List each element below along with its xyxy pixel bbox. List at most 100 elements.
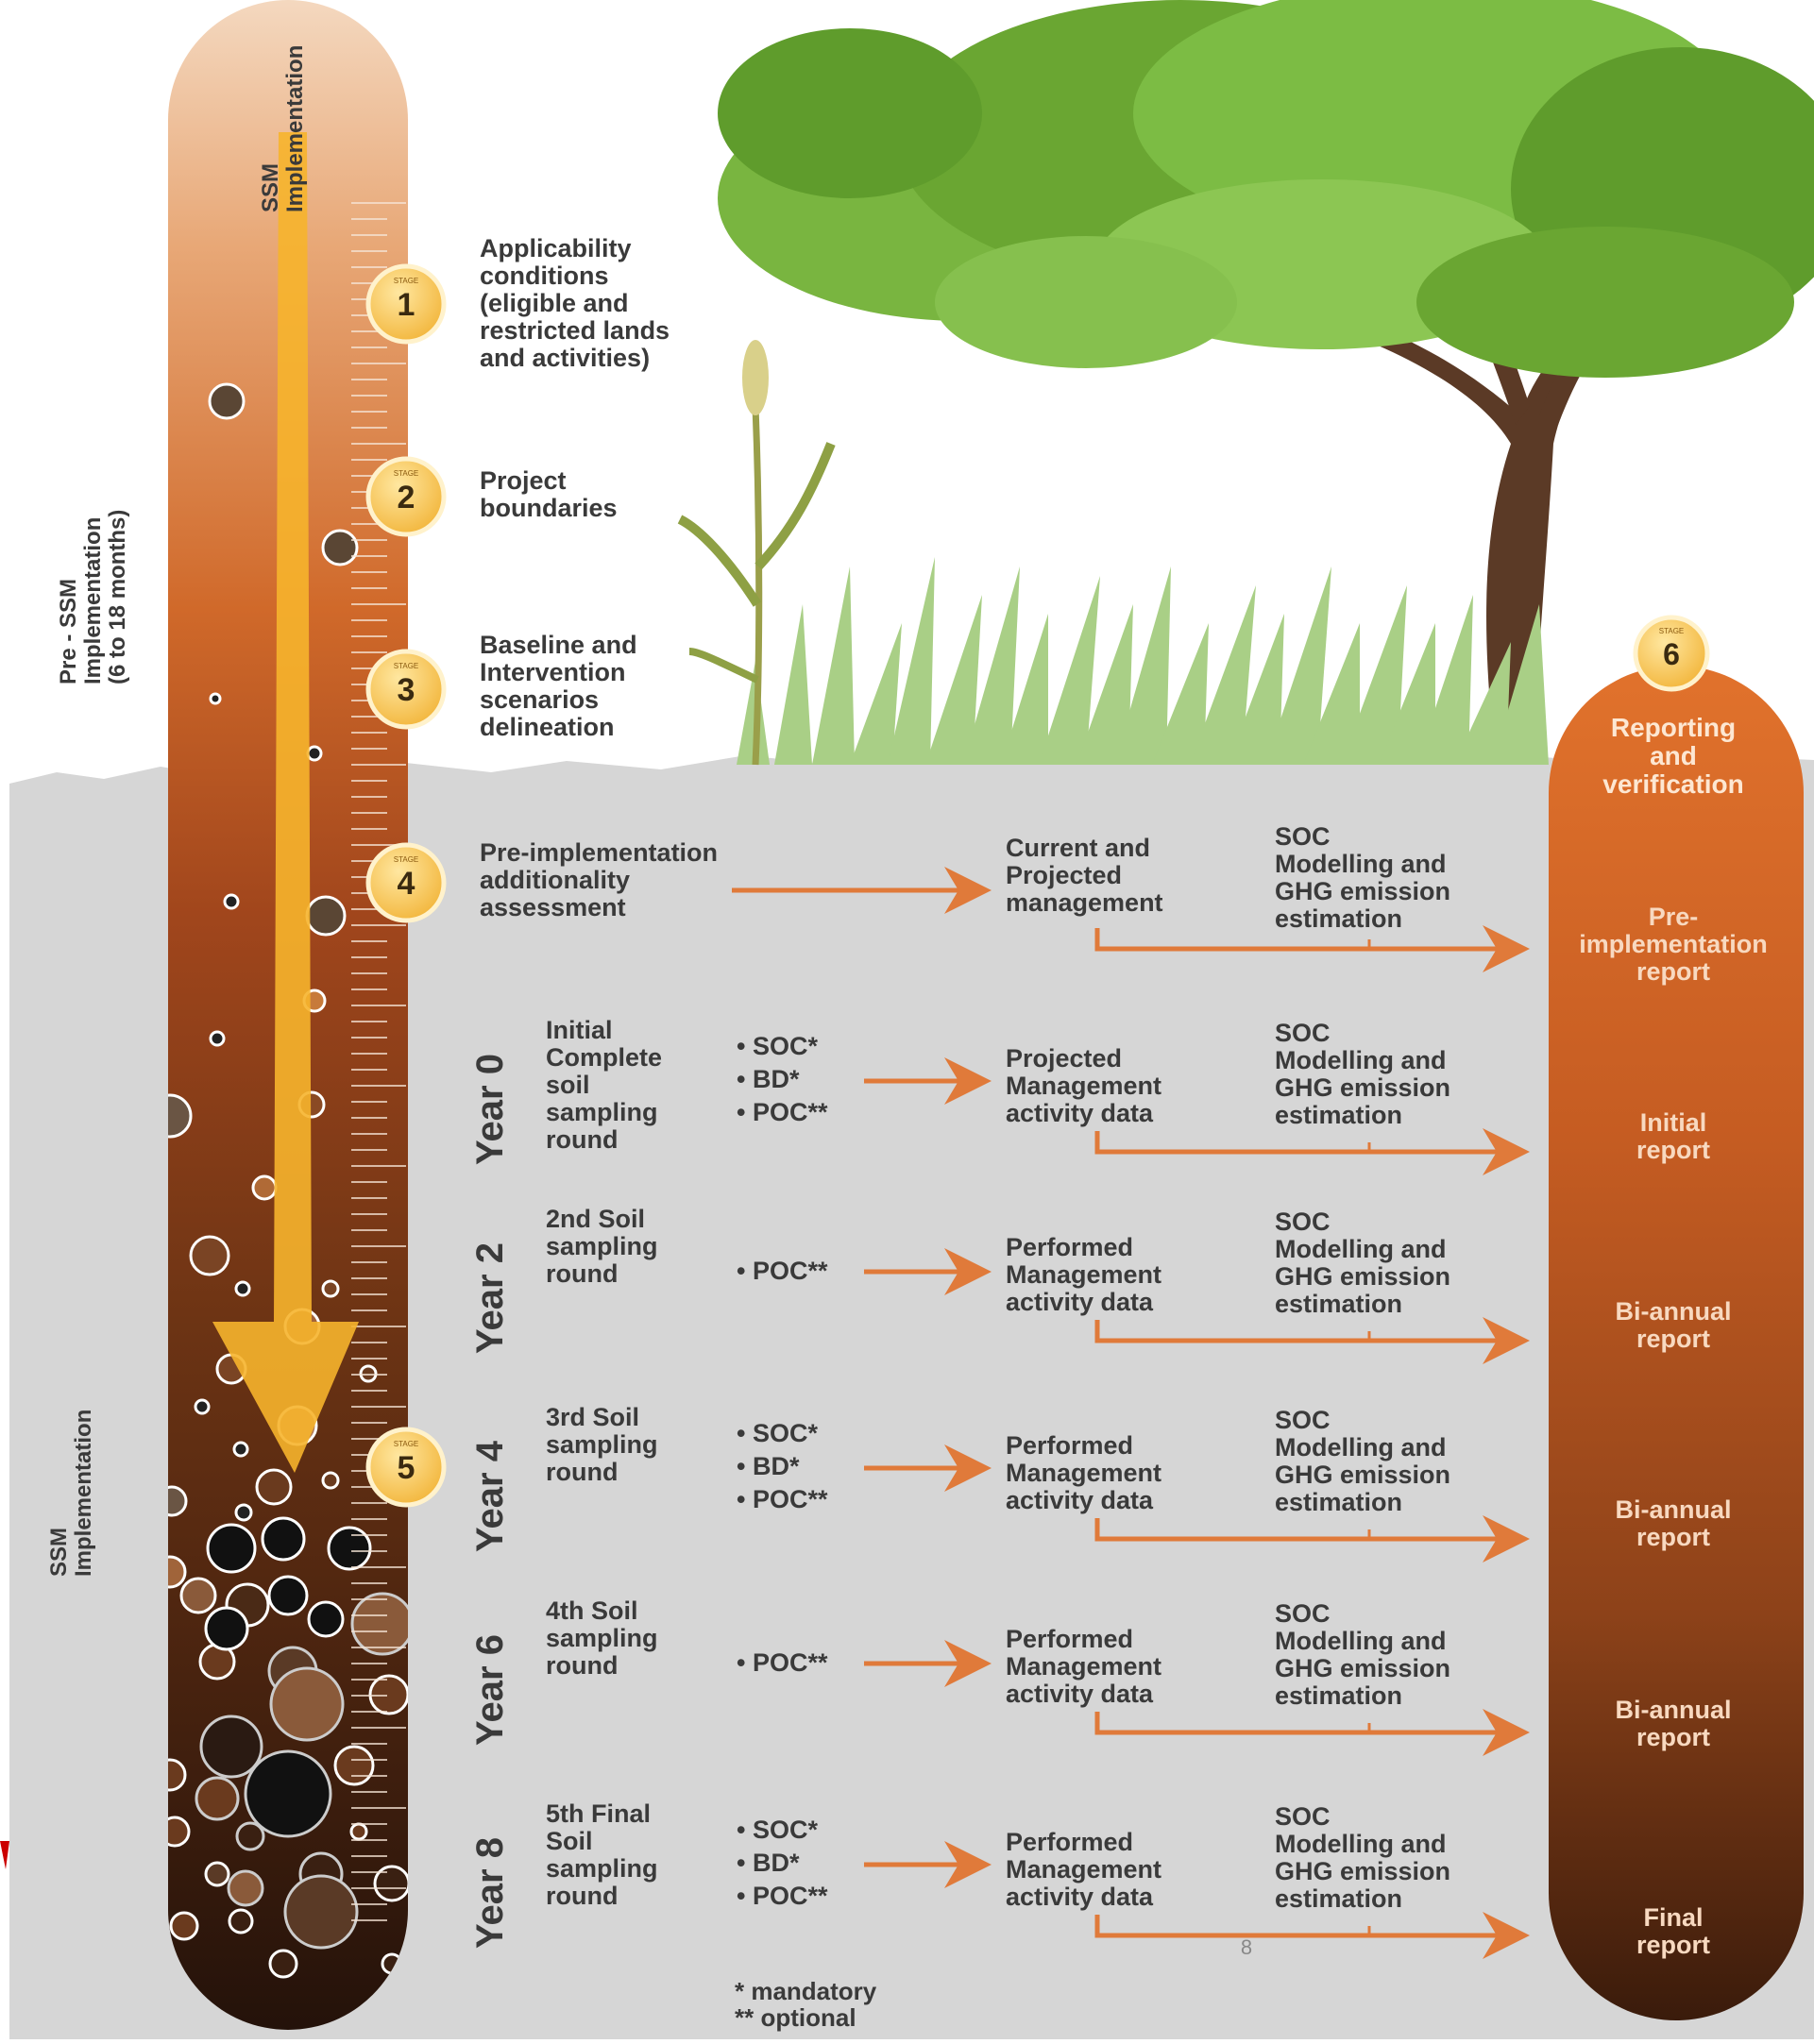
param-item: • SOC* xyxy=(737,1032,818,1060)
stage-number: 5 xyxy=(398,1450,415,1486)
year-label: Year 0 xyxy=(469,1054,511,1165)
stage-badge-label: STAGE xyxy=(394,1440,419,1448)
svg-text:Year 6: Year 6 xyxy=(469,1634,511,1746)
stage-badge: STAGE 4 xyxy=(365,842,447,923)
svg-text:Year 4: Year 4 xyxy=(469,1440,511,1552)
soil-ground xyxy=(9,750,1814,2039)
stage-badge-label: STAGE xyxy=(394,855,419,864)
stage-badge xyxy=(1633,615,1710,692)
report-arrow xyxy=(1094,1128,1530,1175)
stage-number: 4 xyxy=(398,866,415,902)
report-arrow xyxy=(1094,1912,1530,1959)
stage-number: 2 xyxy=(398,480,415,515)
param-item: • BD* xyxy=(737,1849,800,1877)
reporting-bar xyxy=(1549,666,1804,2020)
report-arrow xyxy=(1094,1515,1530,1563)
param-item: • SOC* xyxy=(737,1419,818,1447)
stage-badge-label: STAGE xyxy=(394,277,419,285)
param-item: • SOC* xyxy=(737,1816,818,1844)
param-item: • POC** xyxy=(737,1648,828,1677)
stage-badge-label: STAGE xyxy=(394,662,419,670)
stage-badge: STAGE 3 xyxy=(365,649,447,730)
param-item: • BD* xyxy=(737,1452,800,1480)
bar-label-ssm: SSMImplementation xyxy=(46,1410,96,1577)
svg-text:Year 8: Year 8 xyxy=(469,1837,511,1949)
time-arrow xyxy=(212,132,359,1473)
report-arrow xyxy=(1094,925,1530,972)
stage-number: 3 xyxy=(398,672,415,708)
ruler-ticks xyxy=(351,202,406,1921)
stage-badge-label: STAGE xyxy=(394,469,419,478)
svg-text:Pre - SSMImplementation(6 to 1: Pre - SSMImplementation(6 to 18 months) xyxy=(56,510,130,684)
stage-number: 1 xyxy=(398,287,415,323)
wheat-plant-illustration xyxy=(677,340,836,766)
bar-label-top: SSMImplementation xyxy=(258,45,308,212)
stage-badge: STAGE 5 xyxy=(365,1427,447,1508)
year-label: Year 8 xyxy=(469,1837,511,1949)
stage-number: 6 xyxy=(1663,637,1680,671)
param-item: • BD* xyxy=(737,1065,800,1093)
year-label: Year 4 xyxy=(469,1440,511,1552)
edge-mark xyxy=(0,1841,9,1869)
grass-illustration xyxy=(737,557,1549,765)
svg-text:Year 0: Year 0 xyxy=(469,1054,511,1165)
stage-badge-label: STAGE xyxy=(1659,627,1685,635)
year-label: Year 6 xyxy=(469,1634,511,1746)
svg-text:Year 2: Year 2 xyxy=(469,1242,511,1354)
stage-badge: STAGE 1 xyxy=(365,263,447,345)
param-item: • POC** xyxy=(737,1882,828,1910)
footnote: * mandatory** optional xyxy=(735,1977,877,2032)
param-item: • POC** xyxy=(737,1485,828,1513)
tree-illustration xyxy=(718,0,1814,727)
bar-label-pre: Pre - SSMImplementation(6 to 18 months) xyxy=(56,510,130,684)
year-label: Year 2 xyxy=(469,1242,511,1354)
param-item: • POC** xyxy=(737,1257,828,1285)
param-item: • POC** xyxy=(737,1098,828,1126)
report-arrow xyxy=(1094,1317,1530,1364)
stage-badge: STAGE 2 xyxy=(365,456,447,537)
svg-text:SSMImplementation: SSMImplementation xyxy=(258,45,308,212)
